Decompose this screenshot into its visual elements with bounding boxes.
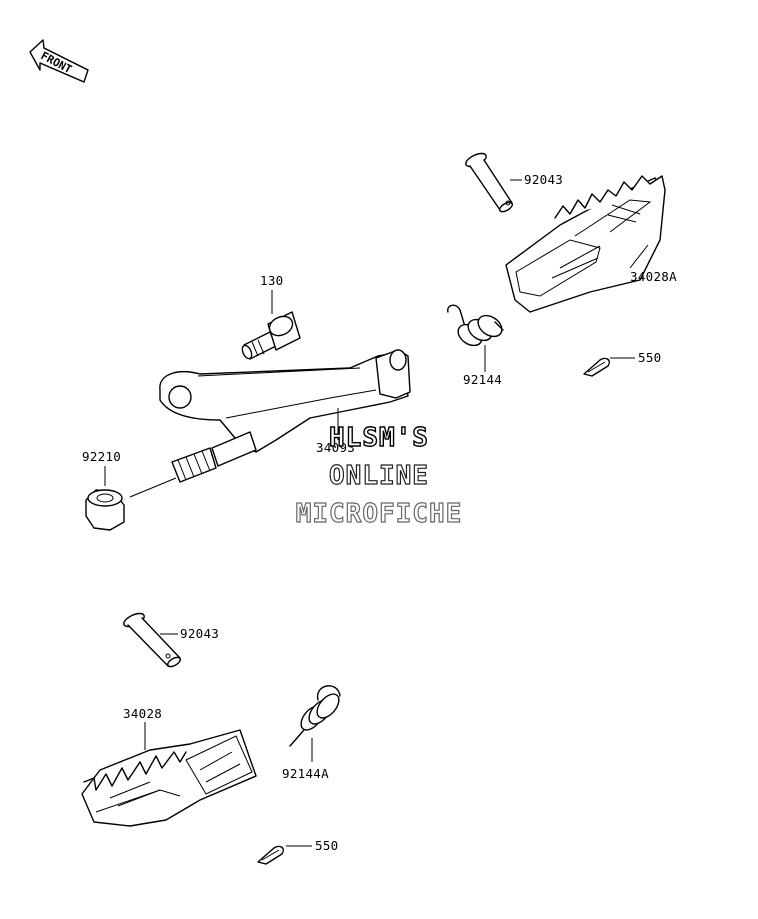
label-spring-upper: 92144 (463, 372, 502, 387)
footpeg-left-icon (81, 729, 257, 827)
clevis-pin-lower-icon (123, 612, 182, 668)
label-bolt: 130 (260, 273, 283, 288)
label-cotter-upper: 550 (638, 350, 661, 365)
watermark-line-2: ONLINE (328, 460, 429, 491)
label-footpeg-right: 34028A (630, 269, 677, 284)
front-arrow-icon: FRONT (29, 39, 89, 83)
footpeg-bracket-icon (159, 349, 411, 467)
label-pin-lower: 92043 (180, 626, 219, 641)
footpeg-right-icon (505, 175, 666, 313)
front-label: FRONT (39, 49, 75, 76)
clevis-pin-upper-icon (465, 152, 514, 213)
flange-nut-icon (85, 489, 125, 531)
label-nut: 92210 (82, 449, 121, 464)
flange-bolt-icon (241, 311, 301, 360)
cotter-pin-lower-icon (257, 845, 284, 865)
label-pin-upper: 92043 (524, 172, 563, 187)
watermark-line-3: MICROFICHE (295, 498, 463, 529)
label-bracket: 34093 (316, 440, 355, 455)
label-cotter-lower: 550 (315, 838, 338, 853)
watermark-line-1: HLSM'S (328, 422, 429, 453)
threaded-shaft-icon (171, 447, 217, 483)
label-spring-lower: 92144A (282, 766, 329, 781)
spring-upper-icon (447, 304, 504, 347)
cotter-pin-upper-icon (583, 357, 610, 377)
label-footpeg-left: 34028 (123, 706, 162, 721)
spring-lower-icon (289, 685, 341, 747)
